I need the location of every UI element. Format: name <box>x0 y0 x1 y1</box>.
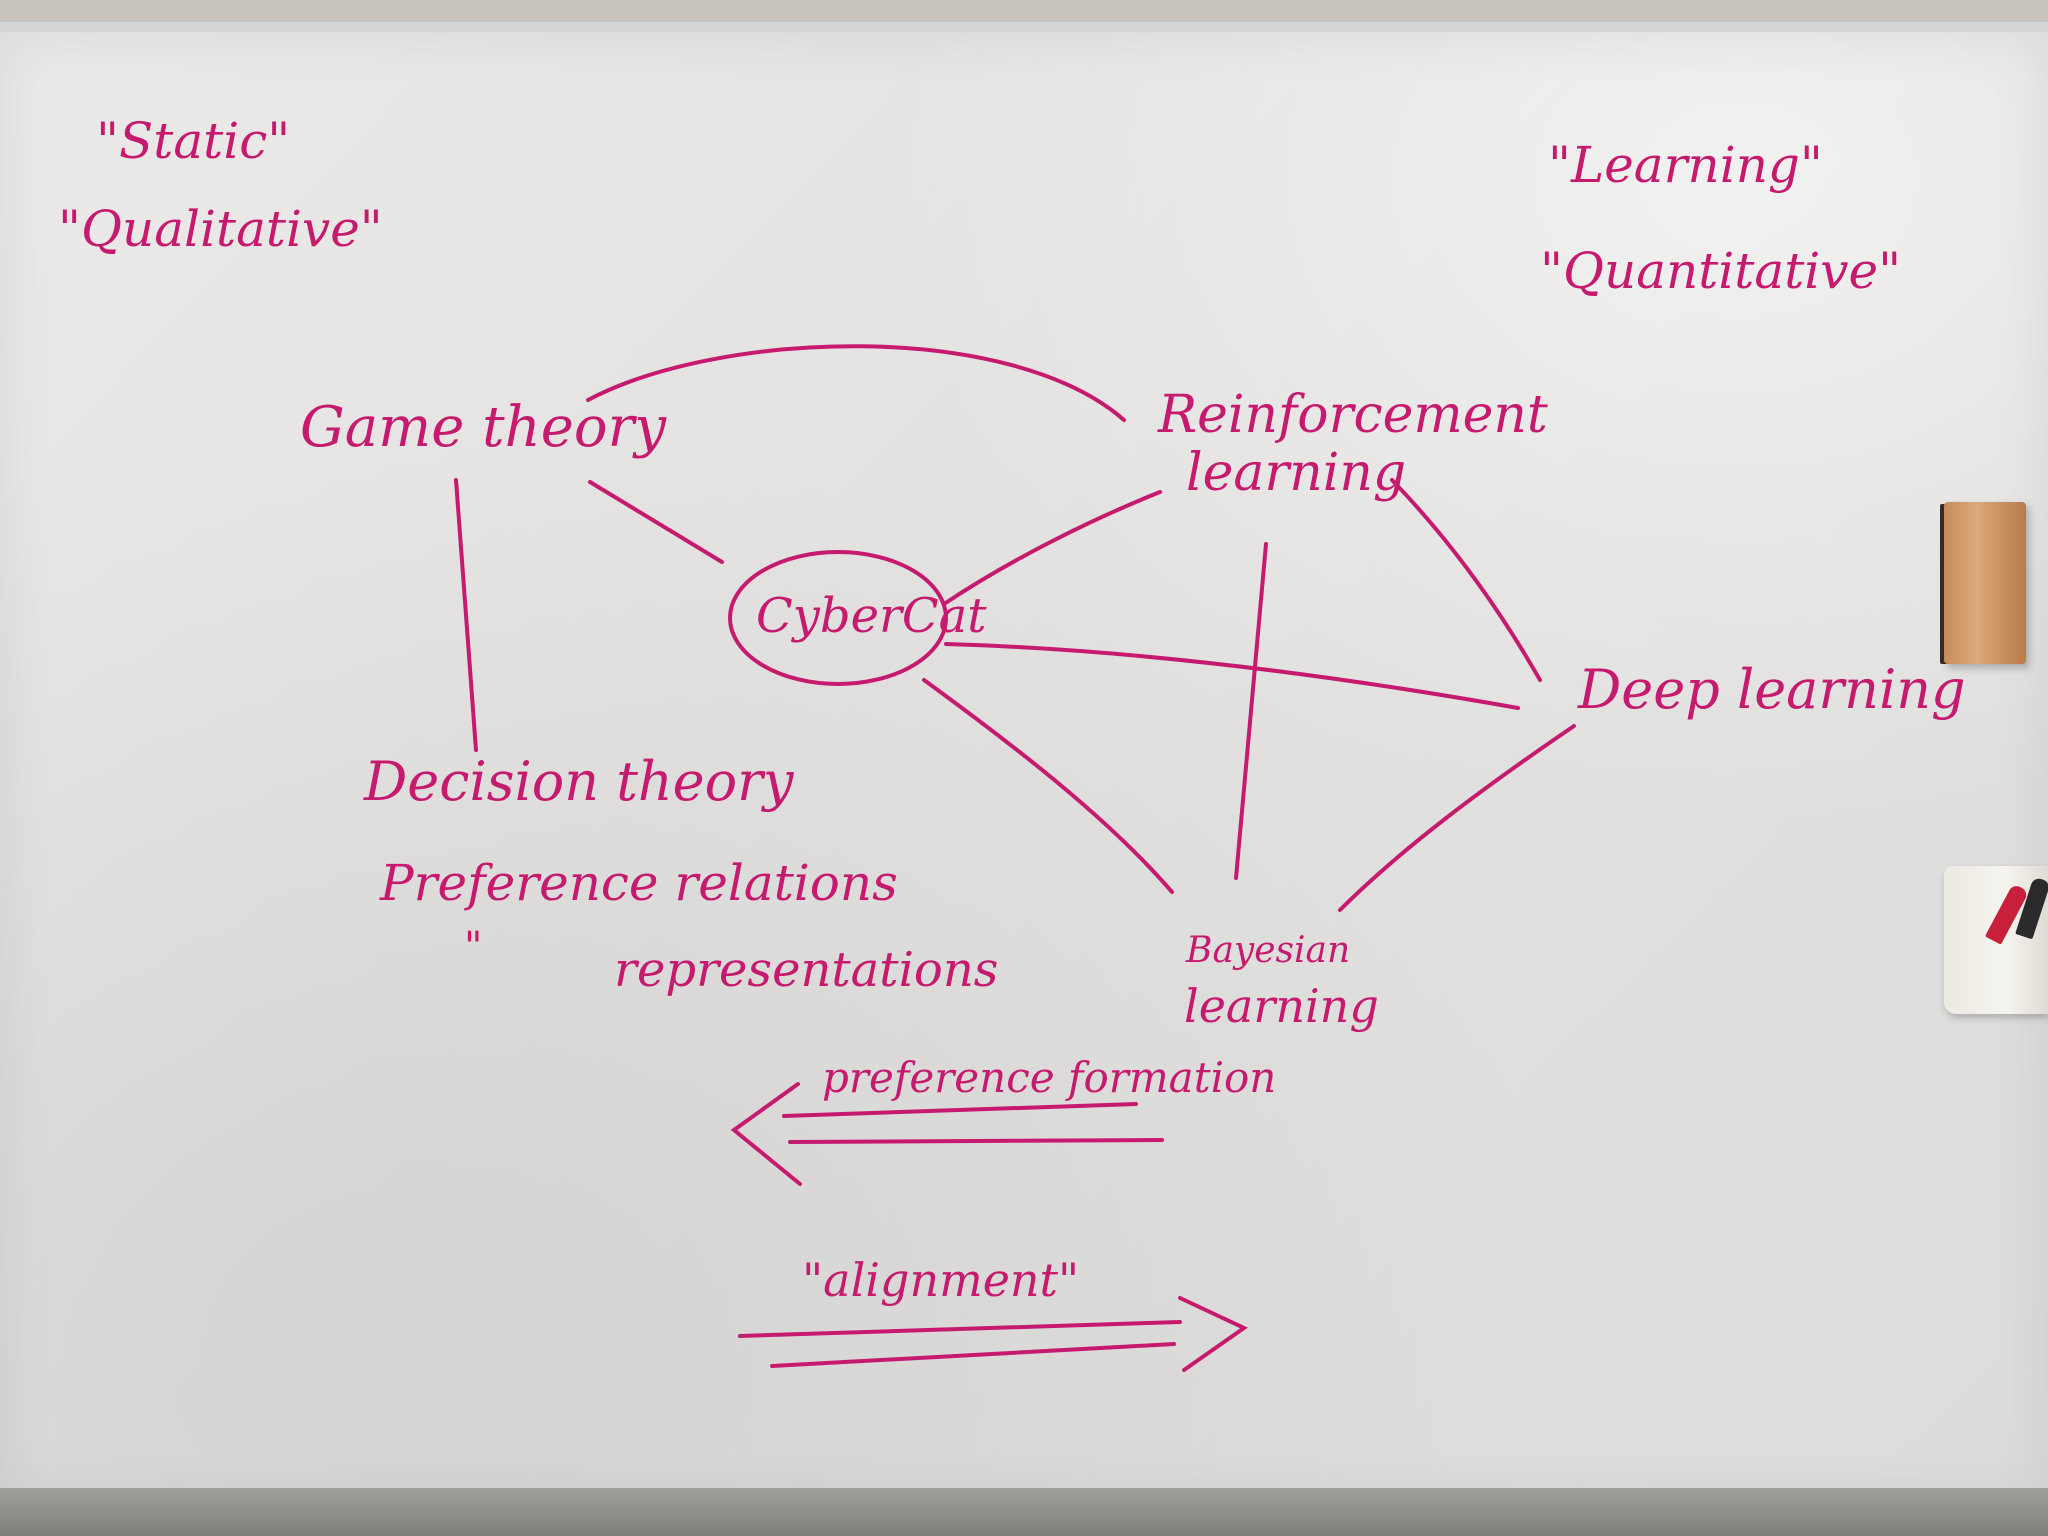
node-preference-relations: Preference relations <box>379 854 898 912</box>
edge-game-reinforcement <box>586 344 1126 422</box>
preference-arrow-head <box>730 1082 802 1186</box>
edge-reinforcement-bayesian <box>1234 542 1268 880</box>
alignment-arrow-line-top <box>738 1320 1182 1338</box>
preference-formation-label: preference formation <box>822 1053 1276 1102</box>
node-representations: representations <box>614 942 998 998</box>
marker-tray <box>0 1488 2048 1536</box>
edge-reinforcement-deep <box>1390 478 1542 682</box>
node-bayesian-line2: learning <box>1184 979 1379 1033</box>
node-cybercat: CyberCat <box>756 588 987 644</box>
edge-game-cybercat <box>588 480 724 564</box>
eraser <box>1944 502 2026 664</box>
qualitative-label: "Qualitative" <box>58 200 383 258</box>
node-reinforcement-line2: learning <box>1186 443 1406 503</box>
edge-cybercat-reinforcement <box>942 490 1162 606</box>
node-decision-theory: Decision theory <box>363 750 795 813</box>
static-label: "Static" <box>96 112 290 170</box>
alignment-arrow-head <box>1178 1296 1248 1372</box>
edge-cybercat-deep <box>944 642 1520 710</box>
ditto-mark: " <box>464 924 482 970</box>
node-deep-learning: Deep learning <box>1577 658 1966 721</box>
alignment-label: "alignment" <box>802 1253 1079 1307</box>
alignment-arrow-line-bottom <box>770 1342 1176 1368</box>
edge-game-decision <box>454 478 478 752</box>
quantitative-label: "Quantitative" <box>1540 242 1901 300</box>
learning-label: "Learning" <box>1548 136 1823 194</box>
cybercat-ellipse <box>728 550 948 686</box>
preference-arrow-line-top <box>782 1102 1138 1118</box>
node-reinforcement-line1: Reinforcement <box>1157 385 1548 445</box>
node-bayesian-line1: Bayesian <box>1185 930 1350 971</box>
edge-deep-bayesian <box>1338 724 1576 912</box>
edge-cybercat-bayesian <box>922 678 1174 894</box>
preference-arrow-line-bottom <box>788 1138 1164 1144</box>
whiteboard <box>0 22 2048 1516</box>
node-game-theory: Game theory <box>300 395 667 460</box>
